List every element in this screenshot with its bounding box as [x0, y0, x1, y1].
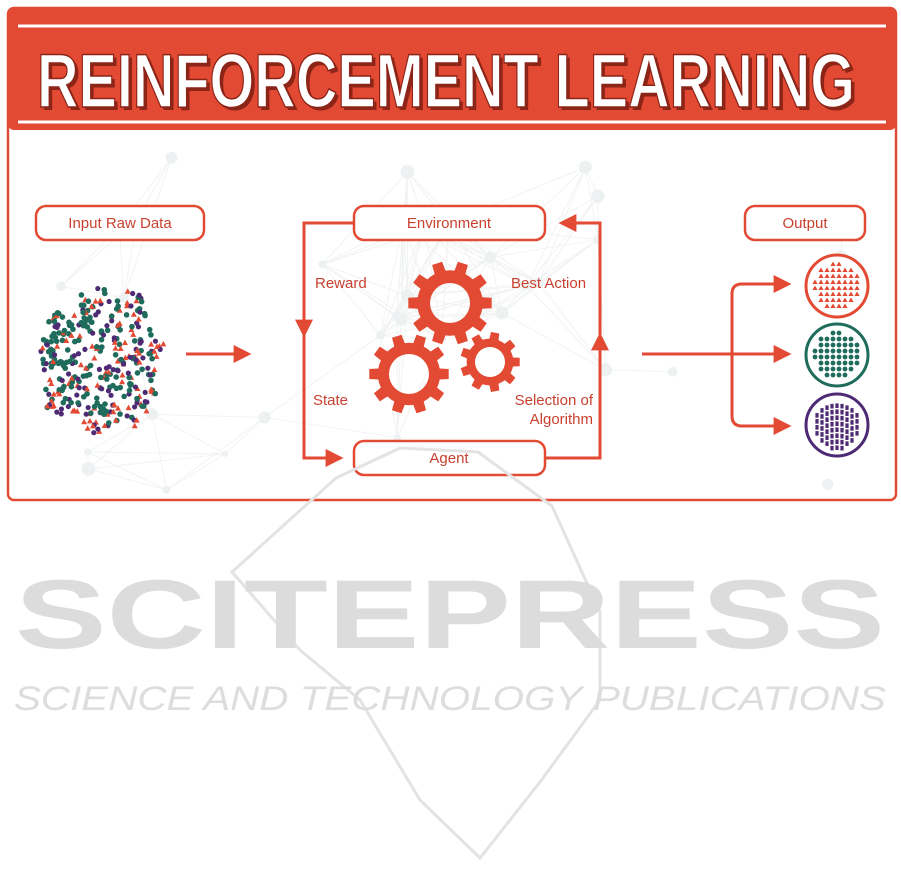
agent-box: Agent	[354, 441, 545, 475]
output-arrows	[642, 284, 788, 426]
title-banner: REINFORCEMENT LEARNING REINFORCEMENT LEA…	[8, 8, 896, 130]
output-dots-icon	[806, 324, 868, 386]
selection-label-line2: Algorithm	[530, 411, 593, 428]
page-title: REINFORCEMENT LEARNING	[37, 39, 855, 124]
output-label: Output	[782, 215, 828, 232]
watermark-tagline: SCIENCE AND TECHNOLOGY PUBLICATIONS	[14, 680, 886, 718]
input-raw-data-box: Input Raw Data	[36, 206, 204, 240]
data-scatter-icon	[38, 286, 166, 435]
best-action-label: Best Action	[511, 275, 586, 292]
environment-box: Environment	[354, 206, 545, 240]
input-raw-data-label: Input Raw Data	[68, 215, 172, 232]
watermark-brand: SCITEPRESS	[15, 559, 885, 669]
output-box: Output	[745, 206, 865, 240]
environment-label: Environment	[407, 215, 492, 232]
gear-icon	[369, 262, 519, 414]
selection-label-line1: Selection of	[515, 392, 594, 409]
output-triangles-icon	[806, 255, 868, 317]
state-label: State	[313, 392, 348, 409]
output-bars-icon	[806, 394, 868, 456]
reward-label: Reward	[315, 275, 367, 292]
watermark: SCITEPRESS SCIENCE AND TECHNOLOGY PUBLIC…	[14, 448, 886, 858]
